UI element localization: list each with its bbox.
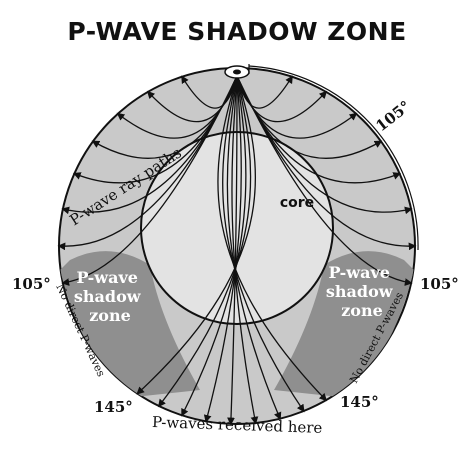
received-label: P-waves received here (152, 413, 323, 437)
diagram-title: P-WAVE SHADOW ZONE (67, 17, 406, 46)
core-ray-path (226, 75, 282, 421)
core-ray-path (227, 75, 238, 426)
angle-arc (248, 65, 419, 251)
core-ray-path (203, 75, 242, 423)
angle-right-145-label: 145° (340, 393, 379, 411)
angle-left-105-label: 105° (12, 275, 51, 293)
core-ray-path (222, 75, 305, 413)
ray-path (236, 75, 413, 286)
shadow-zone-left-region (60, 251, 200, 398)
shadow-zone-right-region (274, 251, 414, 398)
core-ray-path (158, 75, 252, 408)
core-ray-path (217, 75, 328, 402)
core-ray-path (181, 75, 247, 417)
ray-paths (57, 75, 417, 426)
angle-right-105-label: 105° (420, 275, 459, 293)
core-ray-path (231, 75, 259, 425)
ray-path (61, 75, 238, 286)
focus-center (233, 69, 241, 75)
shadow-zone-left-label: P-wave shadow zone (74, 268, 146, 325)
shadow-zone-right-label: P-wave shadow zone (326, 263, 398, 320)
angle-top-label: 105° (372, 97, 414, 135)
angle-left-145-label: 145° (94, 398, 133, 416)
core-label: core (280, 195, 314, 211)
core-ray-path (136, 75, 257, 395)
